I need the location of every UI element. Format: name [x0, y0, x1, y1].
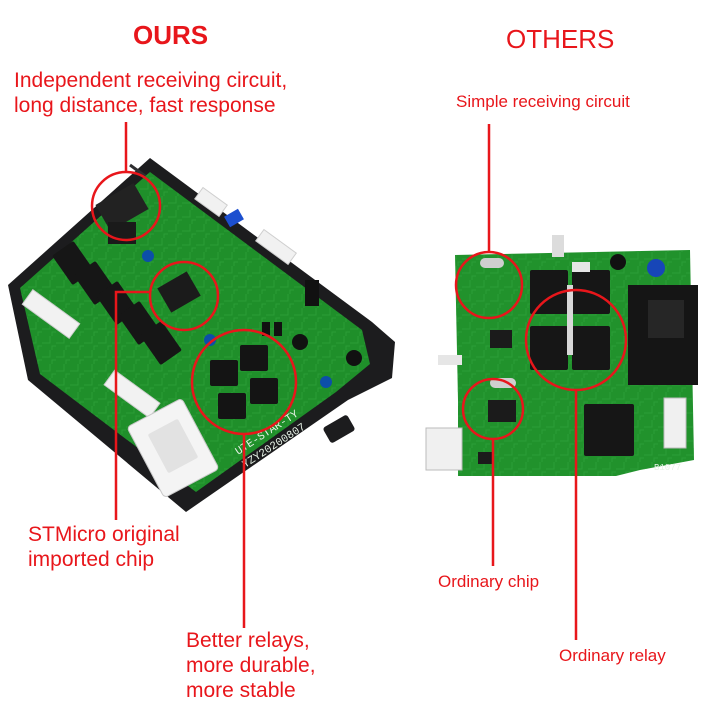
callout-line: Independent receiving circuit, [14, 69, 288, 92]
board-silkscreen-code: B1077 [654, 463, 681, 473]
callout-line: Ordinary relay [559, 646, 666, 665]
our-controller-board: UTE-STAR-TY YZY20200807 [8, 158, 395, 512]
other-controller-board: B1077 [425, 235, 698, 476]
ours-heading: OURS [133, 20, 209, 50]
callout-line: imported chip [28, 548, 155, 572]
chip-circle [148, 260, 220, 332]
callout-line: more stable [186, 679, 296, 703]
callout-line: Ordinary chip [438, 572, 540, 591]
our-callout-markers [90, 122, 298, 628]
callout-ordinary-chip: Ordinary chip [438, 572, 539, 592]
callout-chip: STMicro original imported chip [28, 522, 180, 572]
callout-line: long distance, fast response [14, 94, 276, 118]
callout-line: Better relays, [186, 629, 310, 652]
callout-line: STMicro original [28, 523, 180, 546]
callout-relays: Better relays, more durable, more stable [186, 628, 316, 704]
chip-line [114, 290, 150, 520]
others-heading: OTHERS [506, 24, 615, 54]
callout-line: more durable, [186, 654, 316, 678]
callout-receiving-circuit: Independent receiving circuit, long dist… [14, 68, 287, 118]
other-callout-markers [454, 124, 628, 640]
callout-line: Simple receiving circuit [456, 92, 630, 111]
callout-simple-receiving: Simple receiving circuit [456, 92, 630, 112]
callout-ordinary-relay: Ordinary relay [559, 646, 666, 666]
